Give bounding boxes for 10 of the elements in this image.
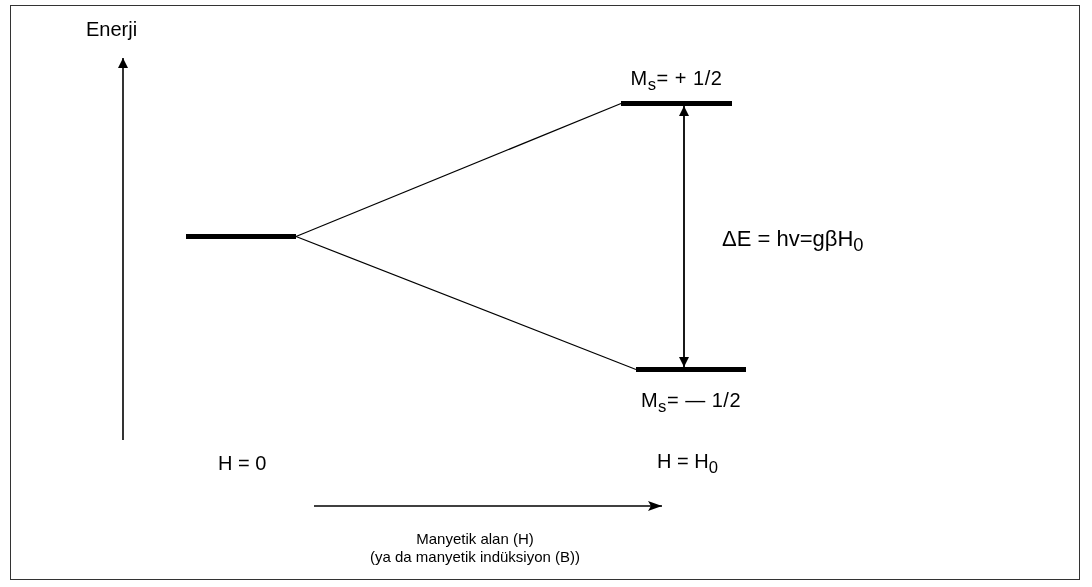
level-label: M$_{s}$= + 1/2 xyxy=(630,67,723,95)
double-arrow xyxy=(679,105,689,368)
axis-label: (ya da manyetik indüksiyon (B)) xyxy=(369,548,581,565)
connector-line xyxy=(295,102,622,238)
axis-label: Enerji xyxy=(86,18,138,41)
axis-label: H = H$_{0}$ xyxy=(657,450,718,478)
connector-line xyxy=(295,235,637,371)
axis-label: Manyetik alan (H) xyxy=(416,530,534,547)
level-label: M$_{s}$= — 1/2 xyxy=(640,389,742,417)
axis-label: H = 0 xyxy=(218,452,267,475)
